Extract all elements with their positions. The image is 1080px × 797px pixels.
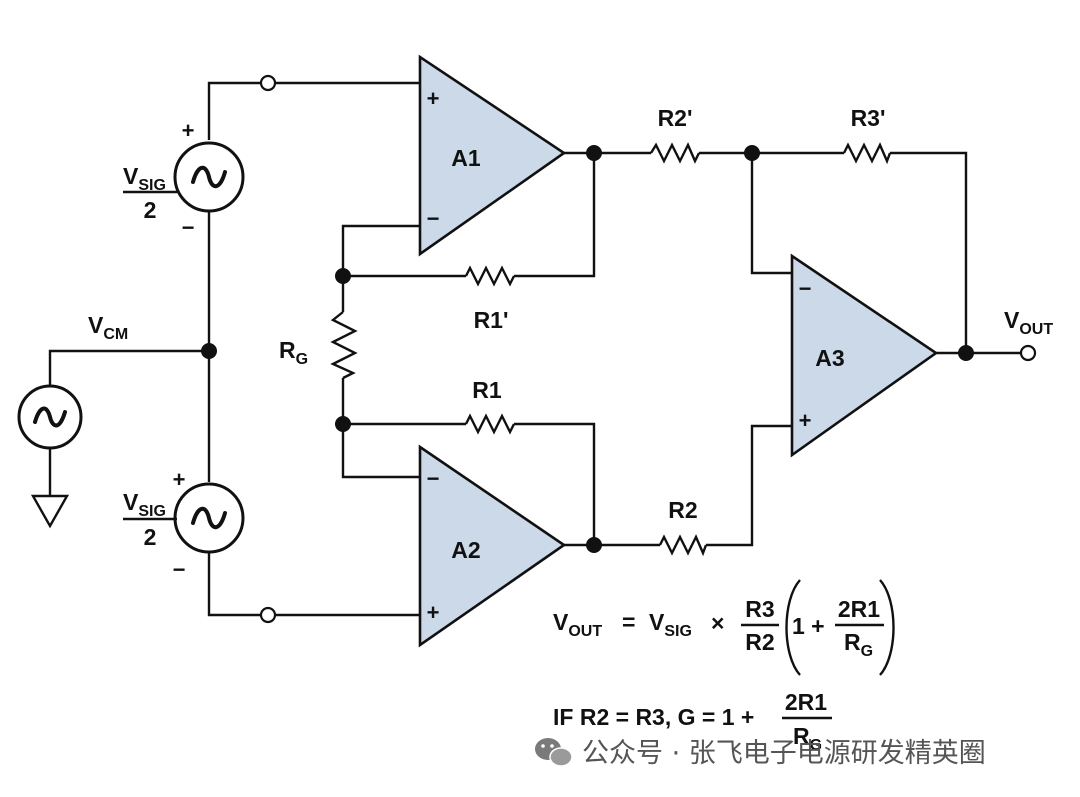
formula2-text: IF R2 = R3, G = 1 + — [553, 704, 754, 730]
formula-times: × — [711, 610, 724, 636]
sine-wave-icon — [191, 165, 227, 189]
formula-vsig: VSIG — [649, 609, 692, 640]
watermark-text: 公众号 · 张飞电子电源研发精英圈 — [582, 738, 986, 769]
opamp-a1-label: A1 — [451, 145, 481, 171]
opamp-a3 — [790, 253, 939, 458]
lower-source-minus: − — [173, 557, 186, 582]
output-terminal — [1019, 344, 1037, 362]
a1-minus-sign: − — [427, 206, 440, 231]
resistor-r1-prime — [464, 265, 516, 287]
junctions — [201, 145, 974, 553]
ground-icon — [30, 494, 70, 529]
lower-input-terminal — [259, 606, 277, 624]
upper-source-label: VSIG — [123, 163, 166, 194]
resistor-r2 — [658, 534, 708, 557]
lower-signal-source — [173, 482, 245, 554]
formula-den-rg: RG — [844, 629, 873, 660]
r3-prime-label: R3' — [851, 105, 886, 131]
wires — [48, 81, 1021, 617]
formula-num-r3: R3 — [745, 596, 774, 622]
a1-plus-sign: + — [427, 86, 440, 111]
upper-source-minus: − — [182, 215, 195, 240]
r1-prime-label: R1' — [474, 307, 509, 333]
formula-vout: VOUT — [553, 609, 602, 640]
a2-minus-sign: − — [427, 466, 440, 491]
upper-signal-source — [173, 141, 245, 213]
gain-formula: VOUT = VSIG × R3 R2 1 + 2R1 RG — [553, 579, 895, 676]
r1-label: R1 — [472, 377, 502, 403]
resistor-r3-prime — [842, 142, 892, 165]
resistor-rg — [330, 311, 358, 380]
lower-source-plus: + — [173, 467, 186, 492]
opamp-a3-label: A3 — [815, 345, 844, 371]
r2-prime-label: R2' — [658, 105, 693, 131]
watermark: 公众号 · 张飞电子电源研发精英圈 — [535, 738, 986, 769]
formula-one-plus: 1 + — [792, 613, 825, 639]
sine-wave-icon — [191, 506, 227, 530]
opamp-a1 — [418, 54, 567, 257]
formula2-num: 2R1 — [785, 689, 827, 715]
upper-source-denominator: 2 — [144, 197, 157, 223]
rg-label: RG — [279, 337, 308, 368]
resistor-r1 — [464, 413, 516, 435]
opamp-a2 — [418, 444, 567, 648]
a3-plus-sign: + — [799, 408, 812, 433]
a2-plus-sign: + — [427, 600, 440, 625]
formula-equals: = — [622, 609, 635, 635]
a3-minus-sign: − — [799, 276, 812, 301]
upper-source-plus: + — [182, 118, 195, 143]
vout-label: VOUT — [1004, 307, 1053, 338]
resistor-r2-prime — [649, 142, 701, 164]
r2-label: R2 — [668, 497, 697, 523]
common-mode-source — [17, 384, 83, 450]
sine-wave-icon — [33, 406, 67, 428]
lower-source-label: VSIG — [123, 489, 166, 520]
formula-den-r2: R2 — [745, 629, 774, 655]
formula-num-2r1: 2R1 — [838, 596, 880, 622]
opamp-a2-label: A2 — [451, 537, 480, 563]
vcm-label: VCM — [88, 312, 128, 343]
lower-source-denominator: 2 — [144, 524, 157, 550]
gain-condition-formula: IF R2 = R3, G = 1 + 2R1 RG — [553, 689, 832, 754]
wechat-icon — [535, 738, 573, 767]
upper-input-terminal — [259, 74, 277, 92]
formula2-den: RG — [793, 723, 822, 754]
